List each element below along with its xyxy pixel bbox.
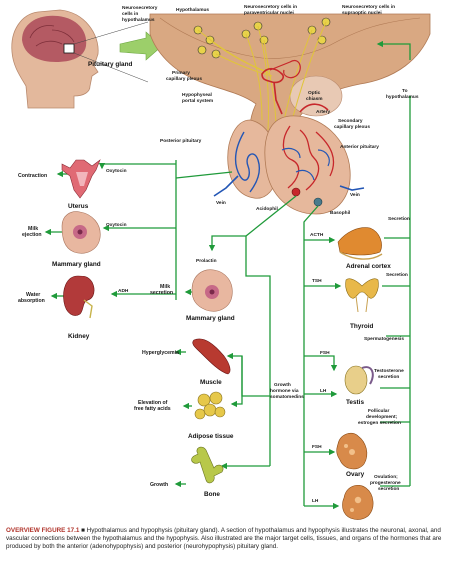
artery-label: Artery: [316, 109, 330, 115]
muscle-illustration: [192, 338, 231, 375]
mammary-gland-2-label: Mammary gland: [186, 315, 235, 322]
figure-caption: OVERVIEW FIGURE 17.1 ■ Hypothalamus and …: [6, 527, 443, 551]
head-illustration: [11, 9, 149, 109]
primary-capillary-plexus: [261, 60, 301, 115]
muscle-label: Muscle: [200, 379, 222, 386]
hypothalamus-label: Hypothalamus: [176, 7, 209, 13]
prolactin-label: Prolactin: [196, 258, 217, 264]
kidney-illustration: [63, 275, 95, 319]
artery-vessel: [299, 103, 329, 113]
caption-text: ■ Hypothalamus and hypophysis (pituitary…: [6, 527, 442, 551]
contraction-label: Contraction: [18, 173, 47, 179]
growth-label: Growth: [150, 482, 168, 488]
uterus-illustration: [61, 159, 101, 199]
adipose-illustration: [194, 391, 226, 420]
pituitary-body: [213, 115, 365, 215]
bone-illustration: [191, 446, 224, 484]
acidophil-label: Acidophil: [256, 206, 278, 212]
lh-1-label: LH: [320, 388, 327, 394]
caption-title: OVERVIEW FIGURE 17.1: [6, 527, 80, 534]
adh-label: ADH: [118, 288, 129, 294]
acth-label: ACTH: [310, 232, 324, 238]
anterior-pituitary-label: Anterior pituitary: [340, 144, 379, 150]
bone-label: Bone: [204, 491, 220, 498]
uterus-label: Uterus: [68, 203, 89, 210]
hyperglycemia-label: Hyperglycemia: [142, 350, 179, 356]
pituitary-gland-label: Pituitary gland: [88, 61, 132, 68]
ovary-1-illustration: [336, 432, 368, 470]
hormone-arrows: [44, 40, 411, 510]
testis-label: Testis: [346, 399, 364, 406]
fsh-1-label: FSH: [320, 350, 330, 356]
ovary-label: Ovary: [346, 471, 365, 478]
adrenal-cortex-illustration: [337, 227, 383, 260]
testis-illustration: [344, 365, 374, 395]
basophil-label: Basophil: [330, 210, 350, 216]
adipose-tissue-label: Adipose tissue: [188, 433, 234, 440]
thyroid-label: Thyroid: [350, 323, 374, 330]
fsh-2-label: FSH: [312, 444, 322, 450]
mammary-gland-2-illustration: [191, 269, 233, 312]
kidney-label: Kidney: [68, 333, 90, 340]
vein-right-label: Vein: [350, 192, 360, 198]
lh-2-label: LH: [312, 498, 319, 504]
secretion-2-label: Secretion: [386, 272, 408, 278]
vein-left-label: Vein: [216, 200, 226, 206]
tsh-label: TSH: [312, 278, 322, 284]
mammary-gland-1-illustration: [61, 211, 101, 254]
adrenal-cortex-label: Adrenal cortex: [346, 263, 391, 270]
posterior-pituitary-label: Posterior pituitary: [160, 138, 202, 144]
ovary-2-illustration: [342, 485, 374, 520]
mammary-gland-1-label: Mammary gland: [52, 261, 101, 268]
oxytocin-1-label: Oxytocin: [106, 168, 127, 174]
neurosecretory-cells: [193, 17, 331, 137]
oxytocin-2-label: Oxytocin: [106, 222, 127, 228]
thyroid-illustration: [345, 278, 379, 313]
secretion-1-label: Secretion: [388, 216, 410, 222]
spermatogenesis-label: Spermatogenesis: [364, 336, 404, 342]
